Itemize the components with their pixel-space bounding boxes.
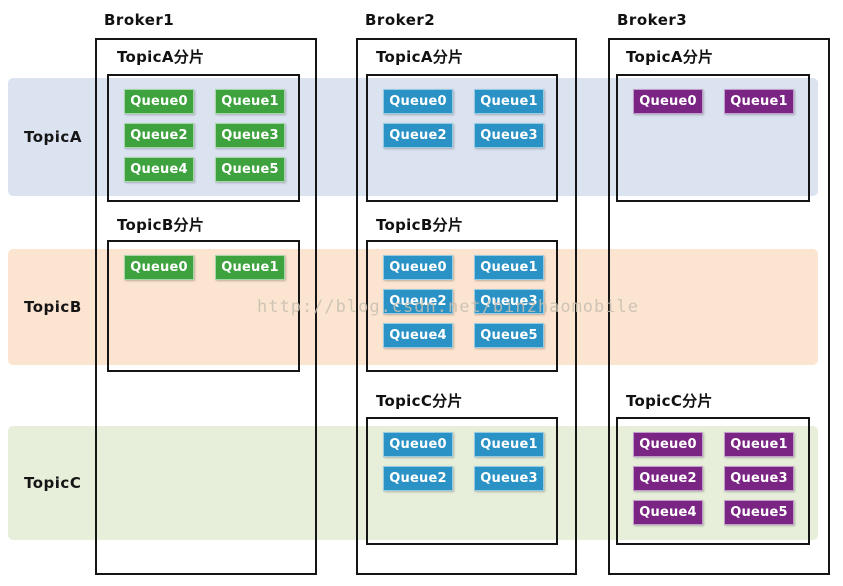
broker-1-topic-b-queue-0-chip: Queue0	[124, 255, 194, 280]
broker-2-topic-b-queue-0-chip: Queue0	[383, 255, 453, 280]
broker-3-topic-c-shard-title: TopicC分片	[626, 392, 713, 410]
broker-2-topic-b-shard-title: TopicB分片	[376, 216, 464, 234]
broker-1-topic-b-queue-1-chip: Queue1	[215, 255, 285, 280]
broker-3-topic-a-shard-title: TopicA分片	[626, 48, 714, 66]
broker-1-topic-b-shard-box: Queue0 Queue1	[107, 240, 300, 372]
broker-3-topic-c-queue-2-chip: Queue2	[633, 466, 703, 491]
broker-2-topic-b-queue-1-chip: Queue1	[474, 255, 544, 280]
broker-2-topic-b-queue-4-chip: Queue4	[383, 323, 453, 348]
broker-1-topic-a-queue-5-chip: Queue5	[215, 157, 285, 182]
broker-3-topic-a-queue-0-chip: Queue0	[633, 89, 703, 114]
broker-3-topic-a-shard-box: Queue0 Queue1	[616, 74, 810, 202]
broker-1-topic-b-shard-title: TopicB分片	[117, 216, 205, 234]
broker-2-topic-b-queue-5-chip: Queue5	[474, 323, 544, 348]
broker-2-title: Broker2	[365, 11, 436, 29]
broker-2-topic-b-queue-3-chip: Queue3	[474, 289, 544, 314]
broker-3-topic-c-queue-5-chip: Queue5	[724, 500, 794, 525]
broker-3-topic-a-queue-1-chip: Queue1	[724, 89, 794, 114]
broker-3-topic-c-queue-4-chip: Queue4	[633, 500, 703, 525]
broker-3-topic-c-queue-0-chip: Queue0	[633, 432, 703, 457]
broker-1-title: Broker1	[104, 11, 175, 29]
broker-2-topic-c-shard-title: TopicC分片	[376, 392, 463, 410]
topic-c-label: TopicC	[24, 474, 82, 492]
broker-1-topic-a-shard-title: TopicA分片	[117, 48, 205, 66]
broker-3-topic-c-queue-1-chip: Queue1	[724, 432, 794, 457]
broker-1-topic-a-queue-0-chip: Queue0	[124, 89, 194, 114]
topic-b-label: TopicB	[24, 298, 82, 316]
broker-2-topic-c-queue-2-chip: Queue2	[383, 466, 453, 491]
broker-1-topic-a-queue-4-chip: Queue4	[124, 157, 194, 182]
broker-3-topic-c-queue-3-chip: Queue3	[724, 466, 794, 491]
broker-2-topic-a-queue-2-chip: Queue2	[383, 123, 453, 148]
broker-3-title: Broker3	[617, 11, 688, 29]
broker-1-topic-a-queue-1-chip: Queue1	[215, 89, 285, 114]
broker-2-topic-a-shard-title: TopicA分片	[376, 48, 464, 66]
broker-2-topic-c-queue-1-chip: Queue1	[474, 432, 544, 457]
broker-2-box	[356, 38, 577, 575]
broker-3-box	[608, 38, 830, 575]
broker-2-topic-a-queue-3-chip: Queue3	[474, 123, 544, 148]
broker-2-topic-c-queue-3-chip: Queue3	[474, 466, 544, 491]
broker-1-topic-a-queue-3-chip: Queue3	[215, 123, 285, 148]
broker-1-topic-a-queue-2-chip: Queue2	[124, 123, 194, 148]
broker-2-topic-a-queue-1-chip: Queue1	[474, 89, 544, 114]
broker-1-box	[95, 38, 317, 575]
broker-2-topic-c-queue-0-chip: Queue0	[383, 432, 453, 457]
broker-2-topic-b-queue-2-chip: Queue2	[383, 289, 453, 314]
broker-2-topic-a-queue-0-chip: Queue0	[383, 89, 453, 114]
topic-a-label: TopicA	[24, 128, 82, 146]
